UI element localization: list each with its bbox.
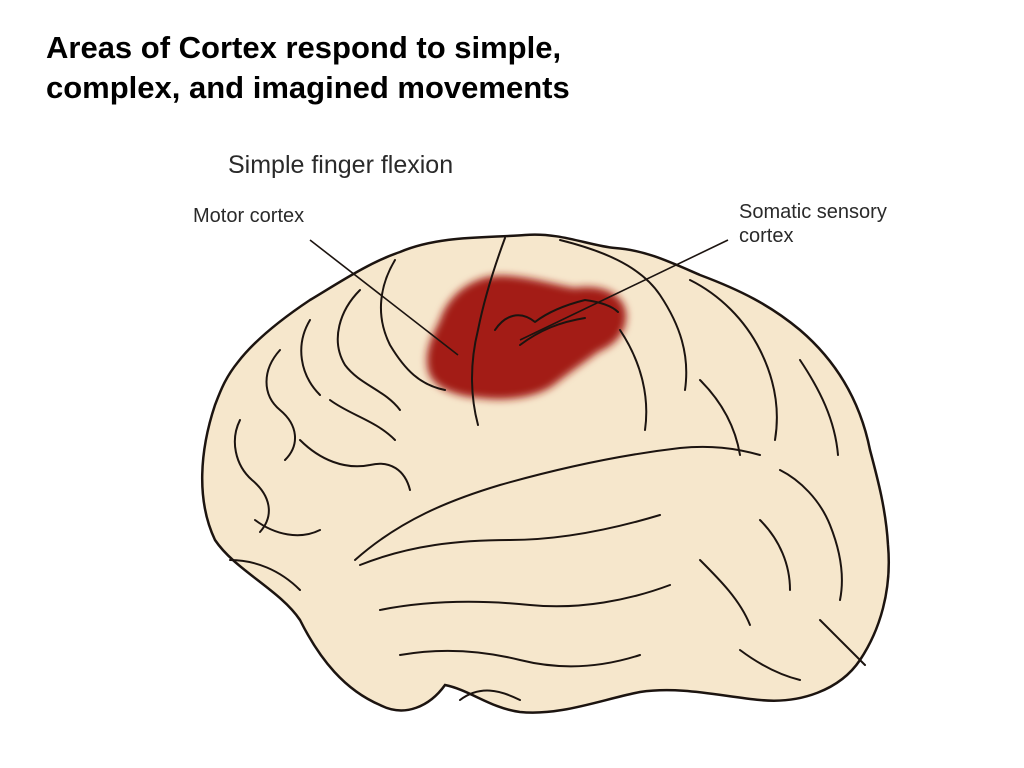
somatic-sensory-cortex-label: Somatic sensory cortex — [739, 200, 887, 248]
brain-folds — [229, 237, 866, 701]
motor-cortex-label: Motor cortex — [193, 205, 305, 227]
slide-title-line-2: complex, and imagined movements — [46, 70, 570, 105]
somatic-sensory-label-line-2: cortex — [739, 225, 794, 247]
motor-cortex-pointer — [309, 239, 459, 356]
somatic-sensory-pointer — [519, 239, 729, 341]
slide-title: Areas of Cortex respond to simple, compl… — [46, 28, 806, 108]
slide-title-line-1: Areas of Cortex respond to simple, — [46, 30, 562, 65]
somatic-sensory-label-line-1: Somatic sensory — [739, 201, 887, 223]
figure-caption: Simple finger flexion — [228, 151, 454, 179]
